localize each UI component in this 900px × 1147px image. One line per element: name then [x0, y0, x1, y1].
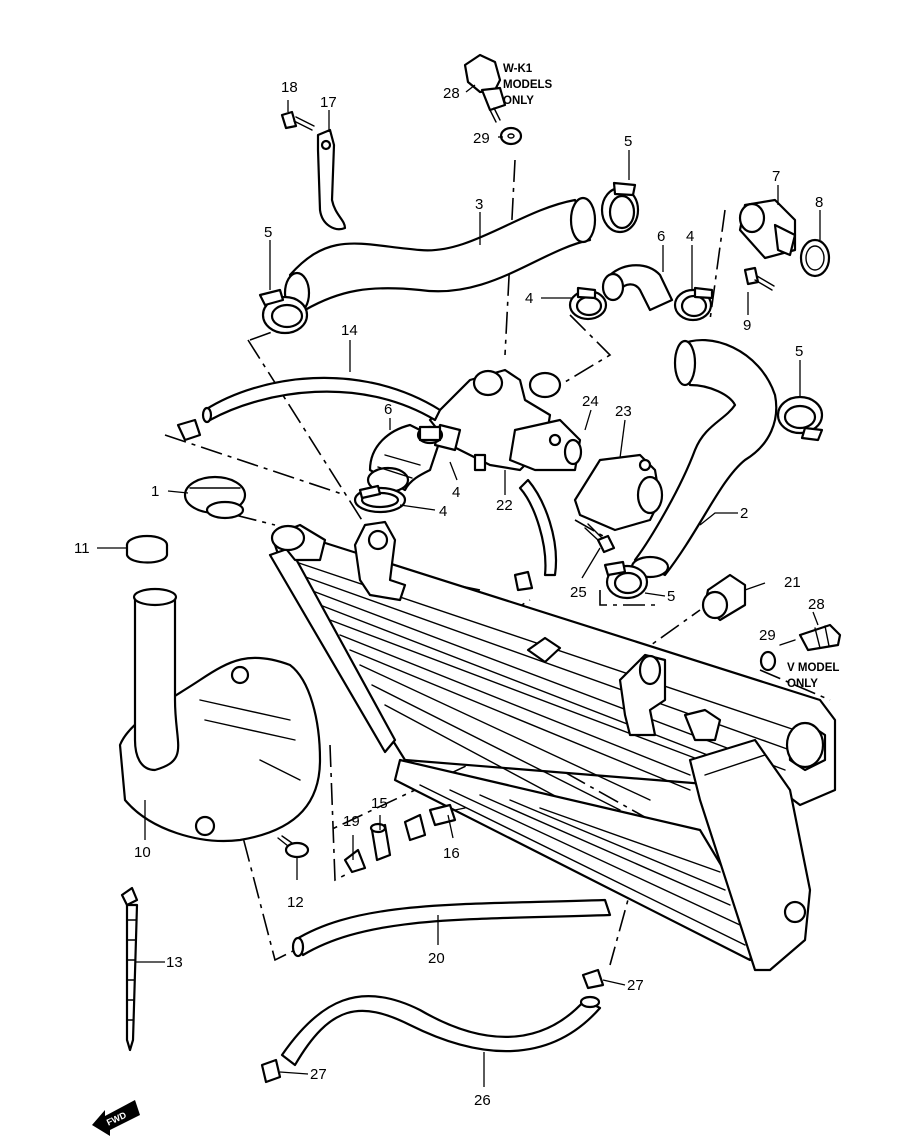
callout-29-top: 29 [473, 130, 490, 147]
radiator-tab [526, 636, 562, 664]
hose-clamp [673, 286, 714, 322]
fan-thermo-switch [701, 573, 747, 622]
callout-19: 19 [343, 813, 360, 830]
radiator-left-tank [268, 523, 397, 754]
hose-clip [260, 1058, 282, 1084]
overflow-hose [291, 898, 612, 958]
callout-2: 2 [740, 505, 748, 522]
hose-clip [343, 848, 367, 874]
callout-14: 14 [341, 322, 358, 339]
callout-25: 25 [570, 584, 587, 601]
sensor-washer [759, 650, 777, 672]
callout-1: 1 [151, 483, 159, 500]
thermostat-outlet [573, 453, 664, 532]
callout-28-right: 28 [808, 596, 825, 613]
hose-bracket [316, 128, 347, 231]
callout-17: 17 [320, 94, 337, 111]
reservoir-hose [280, 995, 602, 1067]
callout-15: 15 [371, 795, 388, 812]
bolt [584, 523, 616, 554]
callout-11: 11 [74, 540, 90, 557]
callout-4-top-left: 4 [525, 290, 533, 307]
note-wk1-line2: MODELS [503, 79, 553, 91]
callout-21: 21 [784, 574, 801, 591]
temperature-sensor [779, 623, 842, 652]
callout-10: 10 [134, 844, 151, 861]
hose-clamp [353, 484, 407, 514]
callout-22: 22 [496, 497, 513, 514]
forward-arrow-icon: FWD [92, 1100, 140, 1136]
note-v-model-line2: ONLY [787, 678, 818, 690]
callout-5-right: 5 [795, 343, 803, 360]
callout-28-top: 28 [443, 85, 460, 102]
callout-5-lower: 5 [667, 588, 675, 605]
note-wk1-line3: ONLY [503, 95, 534, 107]
lower-right-hose [630, 339, 778, 579]
callout-24: 24 [582, 393, 599, 410]
radiator-right-tank [688, 721, 827, 972]
drain-plug [403, 803, 466, 842]
temperature-sensor [463, 53, 507, 123]
callout-20: 20 [428, 950, 445, 967]
hose-clamp [776, 395, 824, 442]
callout-4-top-right: 4 [686, 228, 694, 245]
breather-hose [201, 376, 442, 424]
callout-4-center: 4 [452, 484, 460, 501]
o-ring [799, 238, 831, 278]
callout-4-lower: 4 [439, 503, 447, 520]
hose-clamp [600, 181, 640, 234]
callout-6-lower: 6 [384, 401, 392, 418]
hose-clamp [603, 560, 649, 600]
callout-16: 16 [443, 845, 460, 862]
callout-13: 13 [166, 954, 183, 971]
callout-27-right: 27 [627, 977, 644, 994]
cable-tie [120, 886, 139, 1052]
callout-29-right: 29 [759, 627, 776, 644]
radiator-right-bracket [618, 653, 722, 742]
callout-26: 26 [474, 1092, 491, 1109]
bolt [743, 266, 775, 291]
note-wk1-line1: W-K1 [503, 63, 533, 75]
thermostat-bypass-hose [518, 478, 557, 577]
hose-clamp [568, 286, 608, 321]
callout-5-top: 5 [624, 133, 632, 150]
callout-5-left: 5 [264, 224, 272, 241]
hose-clamp [416, 425, 444, 445]
reservoir-cap [125, 534, 169, 564]
drain-pipe [369, 822, 392, 862]
callout-8: 8 [815, 194, 823, 211]
upper-hose [283, 196, 597, 315]
callout-27-left: 27 [310, 1066, 327, 1083]
thermostat-cover [508, 418, 583, 472]
callout-7: 7 [772, 168, 780, 185]
sensor-washer [499, 126, 523, 146]
callout-3: 3 [475, 196, 483, 213]
reservoir-tank [118, 587, 322, 842]
callout-9: 9 [743, 317, 751, 334]
coolant-fitting [738, 198, 797, 260]
radiator-cap [183, 475, 247, 520]
hose-clip [513, 570, 534, 592]
callout-12: 12 [287, 894, 304, 911]
screw [277, 835, 310, 859]
small-elbow-hose-upper [601, 264, 674, 312]
note-v-model-line1: V MODEL [787, 662, 839, 674]
hose-clamp [258, 288, 309, 335]
hose-clip [581, 968, 605, 990]
callout-6-top: 6 [657, 228, 665, 245]
bolt [280, 110, 315, 131]
radiator-upper-bracket [353, 520, 407, 602]
callout-23: 23 [615, 403, 632, 420]
callout-18: 18 [281, 79, 298, 96]
hose-clip [176, 418, 202, 442]
leader-lines [97, 84, 821, 1087]
